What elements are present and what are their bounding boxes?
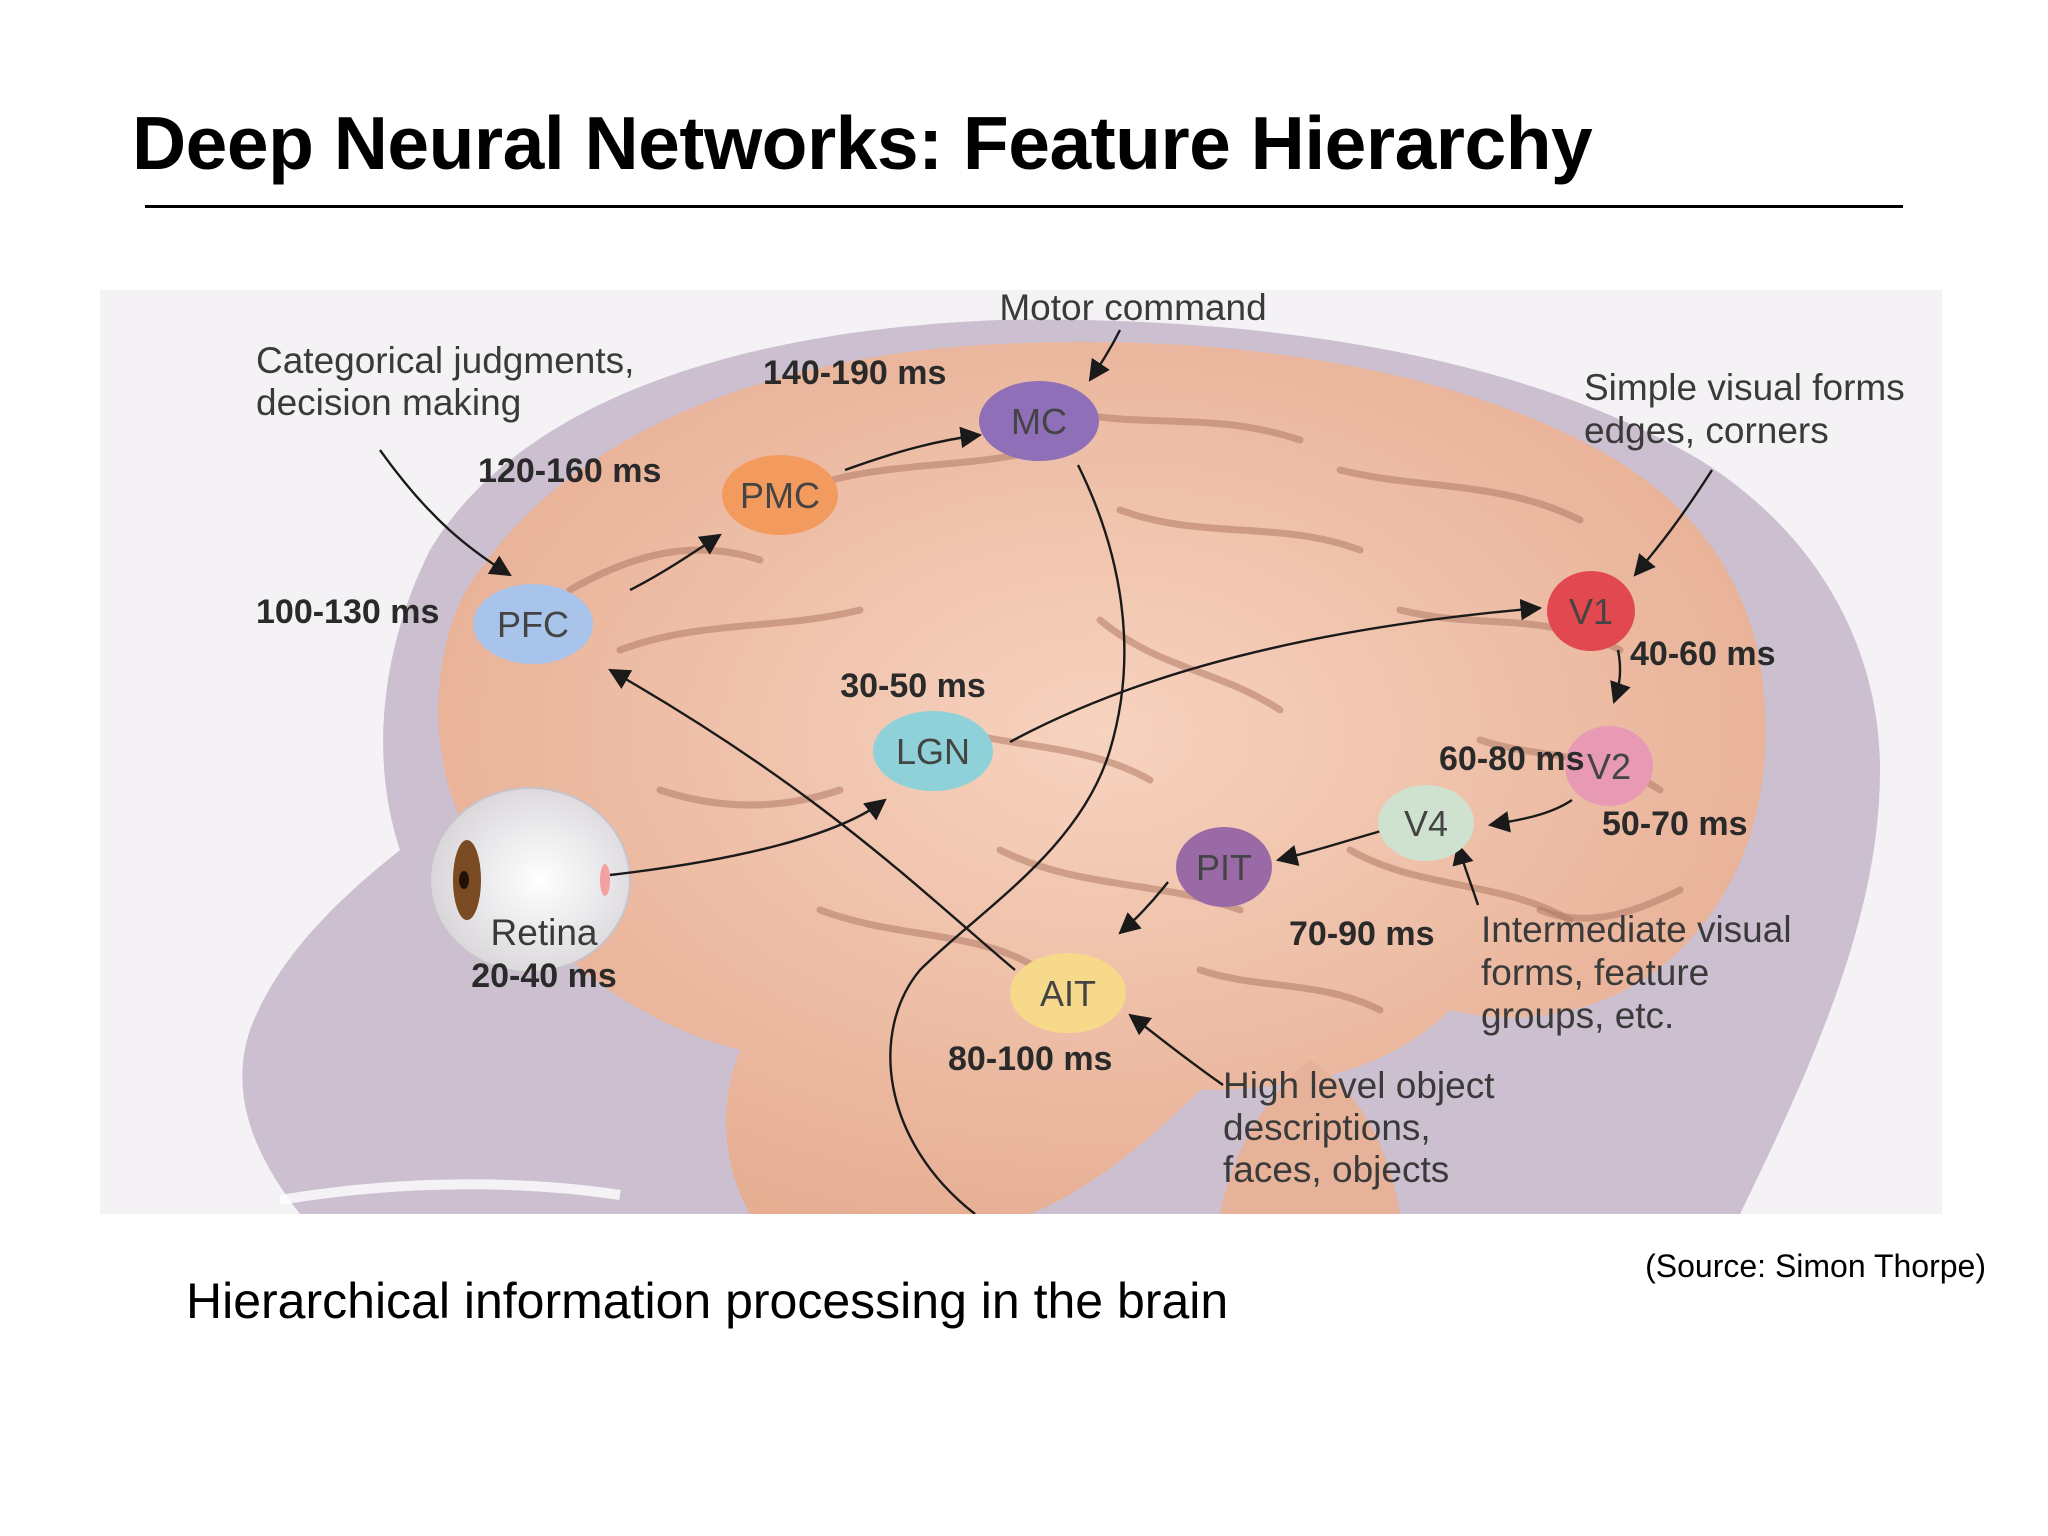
desc-high-line2: descriptions,	[1223, 1107, 1431, 1148]
desc-simple-line2: edges, corners	[1584, 410, 1829, 451]
area-lgn: LGN	[873, 711, 993, 791]
area-lgn-marker	[873, 711, 993, 791]
area-v4: V4	[1378, 785, 1474, 861]
area-pmc-label: PMC	[740, 475, 820, 516]
desc-intermediate-line3: groups, etc.	[1481, 995, 1674, 1036]
area-v1-marker	[1547, 571, 1635, 651]
source-credit: (Source: Simon Thorpe)	[1645, 1248, 1986, 1284]
latency-v1: 40-60 ms	[1630, 635, 1776, 673]
area-ait-marker	[1010, 953, 1126, 1033]
area-pmc: PMC	[722, 455, 838, 535]
area-pfc: PFC	[473, 584, 593, 664]
area-mc-marker	[979, 381, 1099, 461]
area-v2-marker	[1565, 726, 1653, 806]
area-mc: MC	[979, 381, 1099, 461]
latency-retina: 20-40 ms	[471, 957, 617, 995]
desc-high-line3: faces, objects	[1223, 1149, 1449, 1190]
desc-intermediate-line1: Intermediate visual	[1481, 909, 1792, 950]
desc-categorical-line1: Categorical judgments,	[256, 340, 634, 381]
area-pit-label: PIT	[1196, 847, 1252, 888]
area-pfc-label: PFC	[497, 604, 569, 645]
brain-diagram: PFC PMC MC LGN V1 V2 V4 PIT	[100, 290, 1942, 1214]
area-pit: PIT	[1176, 827, 1272, 907]
area-v4-label: V4	[1404, 803, 1448, 844]
area-ait: AIT	[1010, 953, 1126, 1033]
area-v2: V2	[1565, 726, 1653, 806]
latency-ait: 80-100 ms	[948, 1040, 1112, 1078]
area-v2-label: V2	[1587, 746, 1631, 787]
jaw-line	[279, 1179, 621, 1205]
retina-label: Retina	[491, 912, 598, 953]
desc-high-line1: High level object	[1223, 1065, 1495, 1106]
latency-v4: 60-80 ms	[1439, 740, 1585, 778]
area-pmc-marker	[722, 455, 838, 535]
brainstem	[1220, 1060, 1400, 1214]
connection-arrows	[608, 426, 1631, 1214]
figure-caption: Hierarchical information processing in t…	[186, 1273, 1229, 1329]
desc-intermediate-line2: forms, feature	[1481, 952, 1709, 993]
desc-simple-line1: Simple visual forms	[1584, 367, 1905, 408]
brain	[438, 341, 1766, 1214]
area-pit-marker	[1176, 827, 1272, 907]
area-pfc-marker	[473, 584, 593, 664]
desc-motor-command: Motor command	[999, 290, 1266, 328]
area-v4-marker	[1378, 785, 1474, 861]
latency-pmc: 120-160 ms	[478, 452, 661, 490]
area-v1-label: V1	[1569, 591, 1613, 632]
latency-lgn: 30-50 ms	[840, 667, 986, 705]
latency-v2: 50-70 ms	[1602, 805, 1748, 843]
desc-categorical-line2: decision making	[256, 382, 521, 423]
latency-mc: 140-190 ms	[763, 354, 946, 392]
eye	[429, 787, 631, 973]
area-lgn-label: LGN	[896, 731, 970, 772]
area-mc-label: MC	[1011, 401, 1067, 442]
latency-pfc: 100-130 ms	[256, 593, 439, 631]
latency-pit: 70-90 ms	[1289, 915, 1435, 953]
slide-title: Deep Neural Networks: Feature Hierarchy	[132, 101, 1593, 185]
area-v1: V1	[1547, 571, 1635, 651]
area-ait-label: AIT	[1040, 973, 1096, 1014]
title-divider	[145, 205, 1903, 208]
